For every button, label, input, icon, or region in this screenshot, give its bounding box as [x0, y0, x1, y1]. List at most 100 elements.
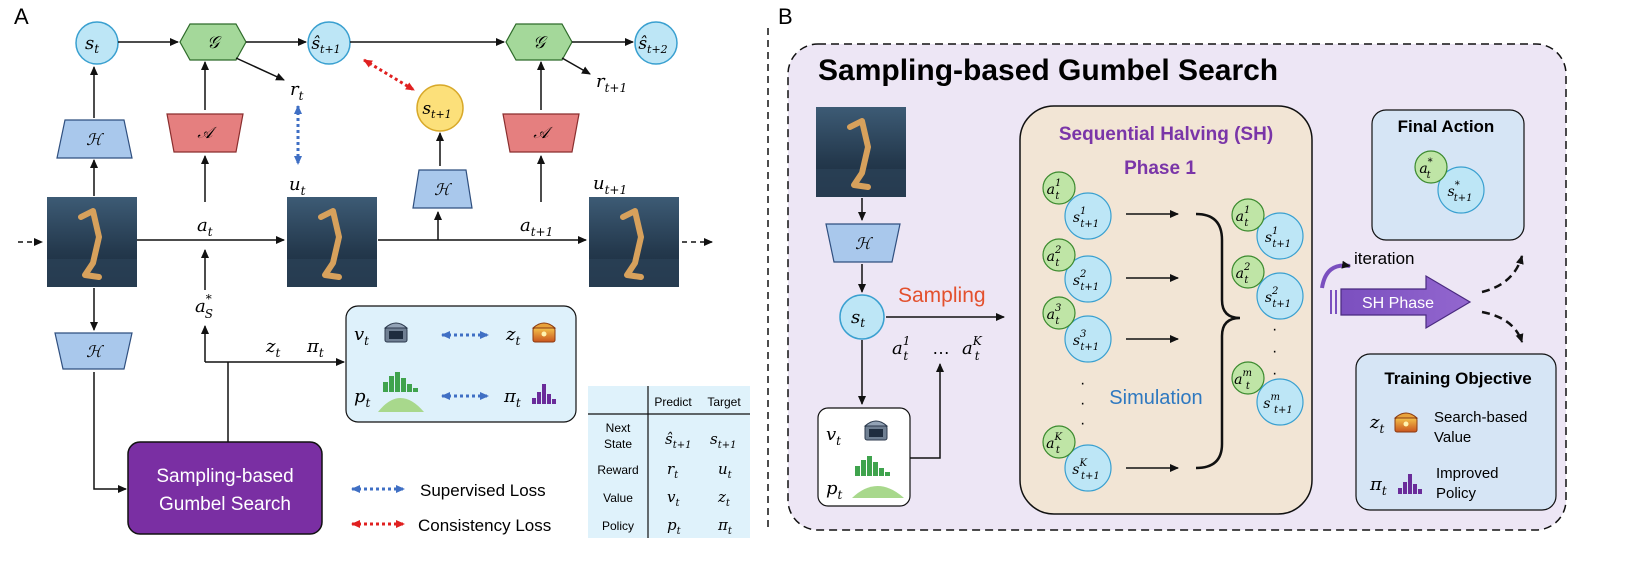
- iteration-loop-icon: [1320, 260, 1351, 289]
- dynamics-g-2-label: 𝒢: [533, 33, 548, 53]
- action-ellipsis: …: [932, 338, 950, 358]
- state-s-t1-target-label: s: [422, 99, 431, 119]
- ellipsis-dot: ·: [1272, 365, 1277, 382]
- svg-text:ut: ut: [289, 174, 306, 198]
- training-value-label: Value: [1434, 429, 1471, 446]
- svg-text:a1t: a1t: [892, 334, 910, 363]
- dynamics-g-2: [505, 23, 573, 61]
- action-encoder-a-1: [166, 113, 244, 153]
- policy-p-t-b: p: [826, 478, 838, 499]
- simulation-label: Simulation: [1109, 387, 1202, 409]
- svg-text:vt: vt: [826, 424, 841, 448]
- policy-distribution-icon: [378, 398, 424, 412]
- state-s-hat-t1-label: ŝ: [311, 34, 320, 54]
- final-action-title: Final Action: [1398, 117, 1495, 136]
- state-s-t-b-label: s: [851, 307, 860, 328]
- observation-image-b: [816, 107, 906, 197]
- svg-text:a1t: a1t: [1047, 178, 1062, 202]
- training-objective-title: Training Objective: [1384, 369, 1531, 388]
- sh-phase-arrow-label: SH Phase: [1362, 295, 1434, 312]
- svg-text:aKt: aKt: [962, 334, 983, 363]
- panel-a-label: A: [14, 4, 29, 29]
- svg-text:πt: πt: [306, 336, 324, 360]
- svg-text:s1t+1: s1t+1: [1073, 206, 1099, 230]
- svg-text:a*t: a*t: [1419, 157, 1432, 181]
- value-v-t-b: v: [826, 424, 836, 445]
- svg-text:st+1: st+1: [422, 99, 451, 121]
- svg-text:st: st: [851, 307, 865, 330]
- empty-chest-icon: [864, 420, 888, 441]
- table-cell: r: [667, 460, 675, 478]
- svg-text:amt: amt: [1234, 368, 1252, 392]
- search-box-line-2: Gumbel Search: [159, 494, 291, 515]
- table-row-label: Reward: [597, 463, 638, 477]
- table-row-label: Value: [603, 491, 633, 505]
- svg-text:zt: zt: [505, 324, 520, 348]
- table-cell: v: [667, 488, 676, 506]
- state-s-t: [75, 21, 119, 65]
- observation-image-2: [287, 197, 377, 287]
- table-cell: z: [717, 488, 726, 506]
- svg-text:pt: pt: [667, 516, 682, 537]
- encoder-h-mid-label: ℋ: [434, 180, 452, 199]
- reward-target-u-t: u: [289, 174, 301, 195]
- svg-text:vt: vt: [354, 324, 369, 348]
- reward-r-t1: r: [596, 71, 606, 92]
- svg-text:zt: zt: [265, 336, 280, 360]
- svg-text:ut: ut: [718, 460, 733, 481]
- svg-text:s3t+1: s3t+1: [1073, 329, 1099, 353]
- state-s-t-b: [839, 294, 885, 340]
- action-a-t-k: a: [962, 338, 973, 359]
- sh-phase-label: Phase 1: [1124, 158, 1196, 179]
- observation-image-1: [47, 197, 137, 287]
- state-s-hat-t2-label: ŝ: [638, 34, 647, 54]
- reward-target-u-t1: u: [593, 173, 605, 194]
- training-policy-label: Policy: [1436, 485, 1477, 502]
- iteration-label: iteration: [1354, 249, 1414, 268]
- final-state-node: [1437, 166, 1485, 214]
- empty-chest-icon: [384, 322, 408, 343]
- training-policy-label: Improved: [1436, 465, 1499, 482]
- table-cell: s: [710, 430, 718, 448]
- table-row-label: Policy: [602, 519, 634, 533]
- action-encoder-a-2-label: 𝒜: [533, 123, 553, 142]
- action-a-t1: a: [520, 215, 531, 236]
- policy-target-pi-t-box: π: [503, 386, 517, 407]
- encoder-h-top: [56, 119, 133, 159]
- table-cell: ŝ: [665, 430, 673, 448]
- treasure-chest-icon: [1394, 412, 1418, 433]
- svg-text:aKt: aKt: [1046, 432, 1062, 456]
- table-cell: π: [717, 516, 729, 534]
- svg-text:s2t+1: s2t+1: [1073, 269, 1099, 293]
- encoder-h-b: [825, 223, 901, 263]
- consistency-loss-state: [363, 58, 415, 92]
- state-s-hat-t1: [307, 21, 351, 65]
- policy-p-t: p: [354, 386, 366, 407]
- svg-text:st: st: [85, 33, 99, 56]
- dynamics-g-1: [179, 23, 247, 61]
- policy-distribution-icon: [852, 486, 904, 498]
- encoder-h-top-label: ℋ: [86, 130, 104, 149]
- svg-text:at+1: at+1: [520, 215, 553, 239]
- action-a-t: a: [197, 215, 208, 236]
- svg-text:st+1: st+1: [710, 430, 736, 451]
- table-cell: p: [667, 516, 677, 534]
- encoder-h-mid: [412, 169, 473, 209]
- sh-title: Sequential Halving (SH): [1059, 124, 1273, 145]
- svg-text:a3t: a3t: [1047, 303, 1062, 327]
- ellipsis-dot: ·: [1080, 395, 1085, 412]
- final-action-label: a: [1419, 161, 1427, 177]
- sampling-label: Sampling: [898, 284, 986, 307]
- reward-r-t: r: [290, 79, 300, 100]
- ellipsis-dot: ·: [1272, 321, 1277, 338]
- table-cell: u: [718, 460, 728, 478]
- action-encoder-a-1-label: 𝒜: [197, 123, 217, 142]
- svg-text:ŝt+1: ŝt+1: [311, 34, 340, 56]
- encoder-h-bottom-label: ℋ: [86, 342, 104, 361]
- action-a-t-1: a: [892, 338, 903, 359]
- svg-text:vt: vt: [667, 488, 680, 509]
